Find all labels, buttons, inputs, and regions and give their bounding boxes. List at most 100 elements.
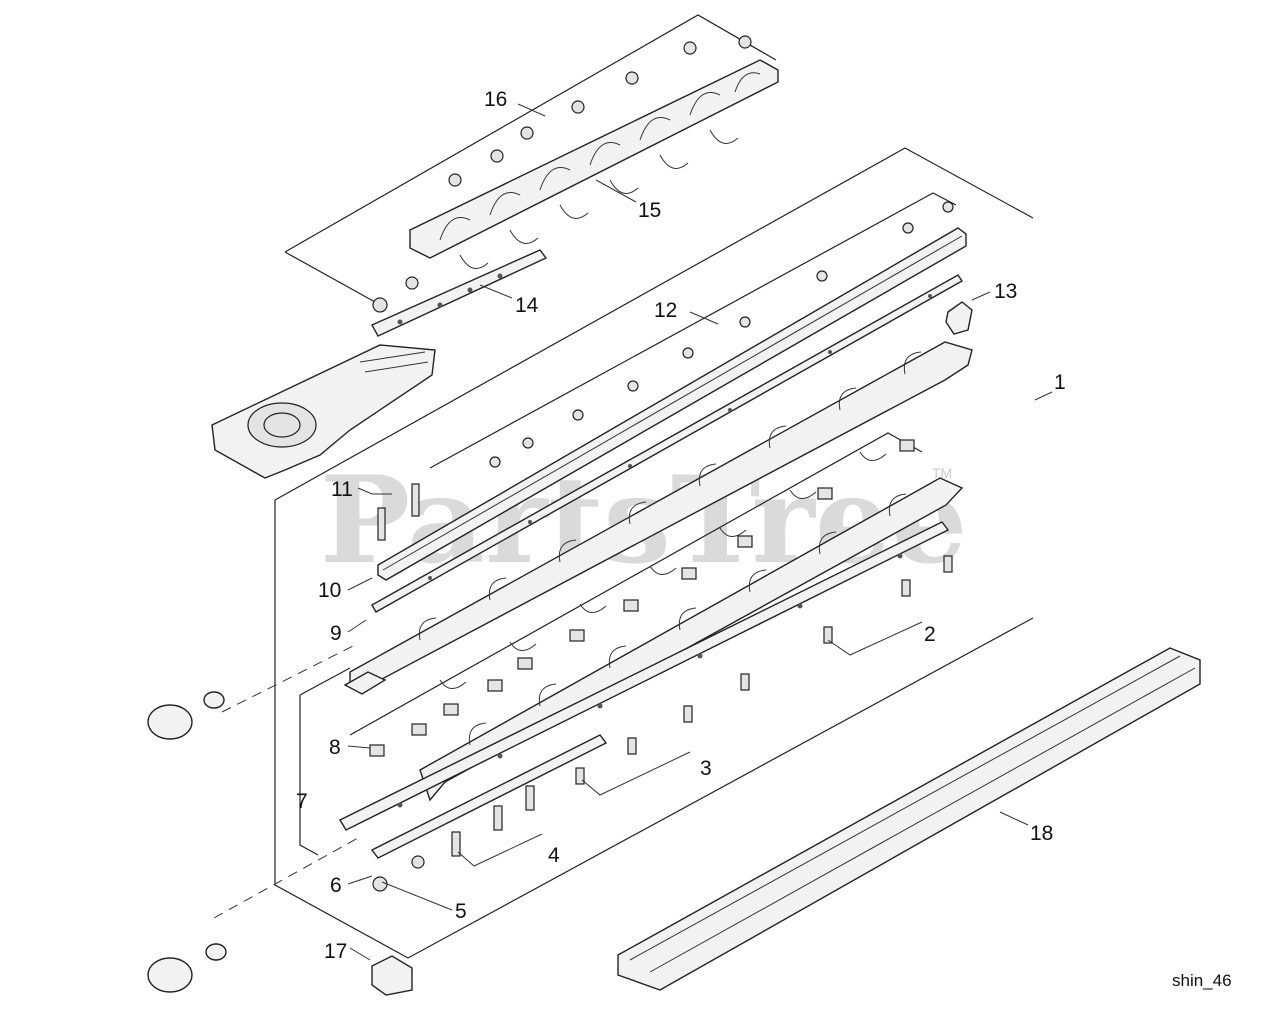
part-17-bracket (371, 955, 413, 996)
bolt-icon (740, 673, 750, 691)
nut-icon (625, 71, 639, 85)
blade-7-tang (343, 671, 387, 695)
leader-lines (347, 103, 1053, 961)
ring-guide-lower (213, 837, 359, 919)
slider-icon (899, 439, 915, 452)
nut-icon (490, 149, 504, 163)
bar-6-body (339, 521, 950, 831)
strip-10-body (371, 274, 964, 613)
ring-lug-icon (205, 943, 227, 961)
bolt-icon (823, 626, 833, 644)
slider-icon (411, 723, 427, 736)
part-5-nuts (372, 855, 425, 892)
bolt-icon (683, 705, 693, 723)
nut-icon (902, 222, 914, 234)
blade-9-teeth-lower (439, 451, 887, 689)
part-16-nuts (372, 35, 752, 313)
nut-icon (683, 41, 697, 55)
slider-icon (443, 703, 459, 716)
callout-17: 17 (324, 940, 347, 963)
ring-lug-icon (203, 691, 225, 709)
blade-15-teeth-bottom (459, 129, 739, 269)
slider-icon (517, 657, 533, 670)
gear-case-housing (211, 344, 436, 479)
callout-16: 16 (484, 88, 507, 111)
slider-icon (737, 535, 753, 548)
bolt-icon (451, 831, 461, 857)
nut-icon (372, 297, 388, 313)
slider-icon (681, 567, 697, 580)
bolt-icon (901, 579, 911, 597)
end-cap-13 (945, 301, 973, 335)
bracket-17 (371, 955, 413, 996)
gear-case-bore-inner (263, 412, 301, 438)
bolt-icon (493, 805, 503, 831)
sheath-18-body (617, 647, 1201, 991)
nut-icon (571, 100, 585, 114)
nut-icon (411, 855, 425, 869)
nut-icon (372, 876, 388, 892)
part-2-bolts (823, 555, 953, 644)
ring-icon (147, 704, 193, 740)
ring-guide-upper (221, 644, 356, 713)
slider-icon (623, 599, 639, 612)
part-6-lower-bar (339, 521, 950, 859)
slider-icon (487, 679, 503, 692)
nut-icon (489, 456, 501, 468)
callout-3: 3 (700, 757, 712, 780)
part-3-bolts (575, 673, 750, 785)
callout-10: 10 (318, 579, 341, 602)
part-11-pins (377, 483, 420, 541)
gear-case-bore (247, 402, 317, 448)
nut-icon (448, 173, 462, 187)
blade-9-teeth (418, 351, 922, 641)
callout-5: 5 (455, 900, 467, 923)
blade-15-body (409, 59, 779, 259)
bar-12-body (377, 227, 967, 581)
nut-icon (522, 437, 534, 449)
callout-4: 4 (548, 844, 560, 867)
bolt-icon (943, 555, 953, 573)
callout-14: 14 (515, 294, 539, 317)
watermark-trademark: TM (932, 465, 952, 481)
part-12-guide-bar (377, 201, 967, 581)
nut-icon (942, 201, 954, 213)
part-8-sliders (369, 439, 915, 757)
nut-icon (405, 276, 419, 290)
callout-12: 12 (654, 299, 677, 322)
outline-main-bottom (274, 500, 1034, 959)
callout-1: 1 (1054, 371, 1066, 394)
nut-icon (627, 380, 639, 392)
sheath-18-edge-2 (649, 667, 1196, 973)
part-15-upper-blades (409, 59, 779, 269)
part-10-strip (371, 274, 964, 613)
pin-icon (377, 507, 386, 541)
outline-group-7 (299, 695, 319, 856)
slider-icon (569, 629, 585, 642)
nut-icon (738, 35, 752, 49)
bolt-icon (575, 767, 585, 785)
outline-group-7-top (299, 667, 351, 696)
bolt-icon (627, 737, 637, 755)
blade-15-teeth-top (439, 72, 761, 241)
diagram-code: shin_46 (1172, 971, 1232, 990)
nut-icon (572, 409, 584, 421)
nut-icon (682, 347, 694, 359)
nut-icon (739, 316, 751, 328)
blade-7-teeth (468, 493, 907, 746)
part-13-end-cap (945, 301, 973, 335)
pin-icon (411, 483, 420, 517)
plate-14-body (371, 249, 548, 337)
outline-bar-12 (429, 192, 957, 469)
outline-upper-left (284, 251, 376, 303)
gear-case-ribs (359, 351, 429, 373)
bolt-icon (525, 785, 535, 811)
ring-icon (147, 957, 193, 993)
callout-18: 18 (1030, 822, 1053, 845)
callout-2: 2 (924, 623, 936, 646)
callout-8: 8 (329, 736, 341, 759)
callout-6: 6 (330, 874, 342, 897)
nut-icon (816, 270, 828, 282)
callout-13: 13 (994, 280, 1017, 303)
